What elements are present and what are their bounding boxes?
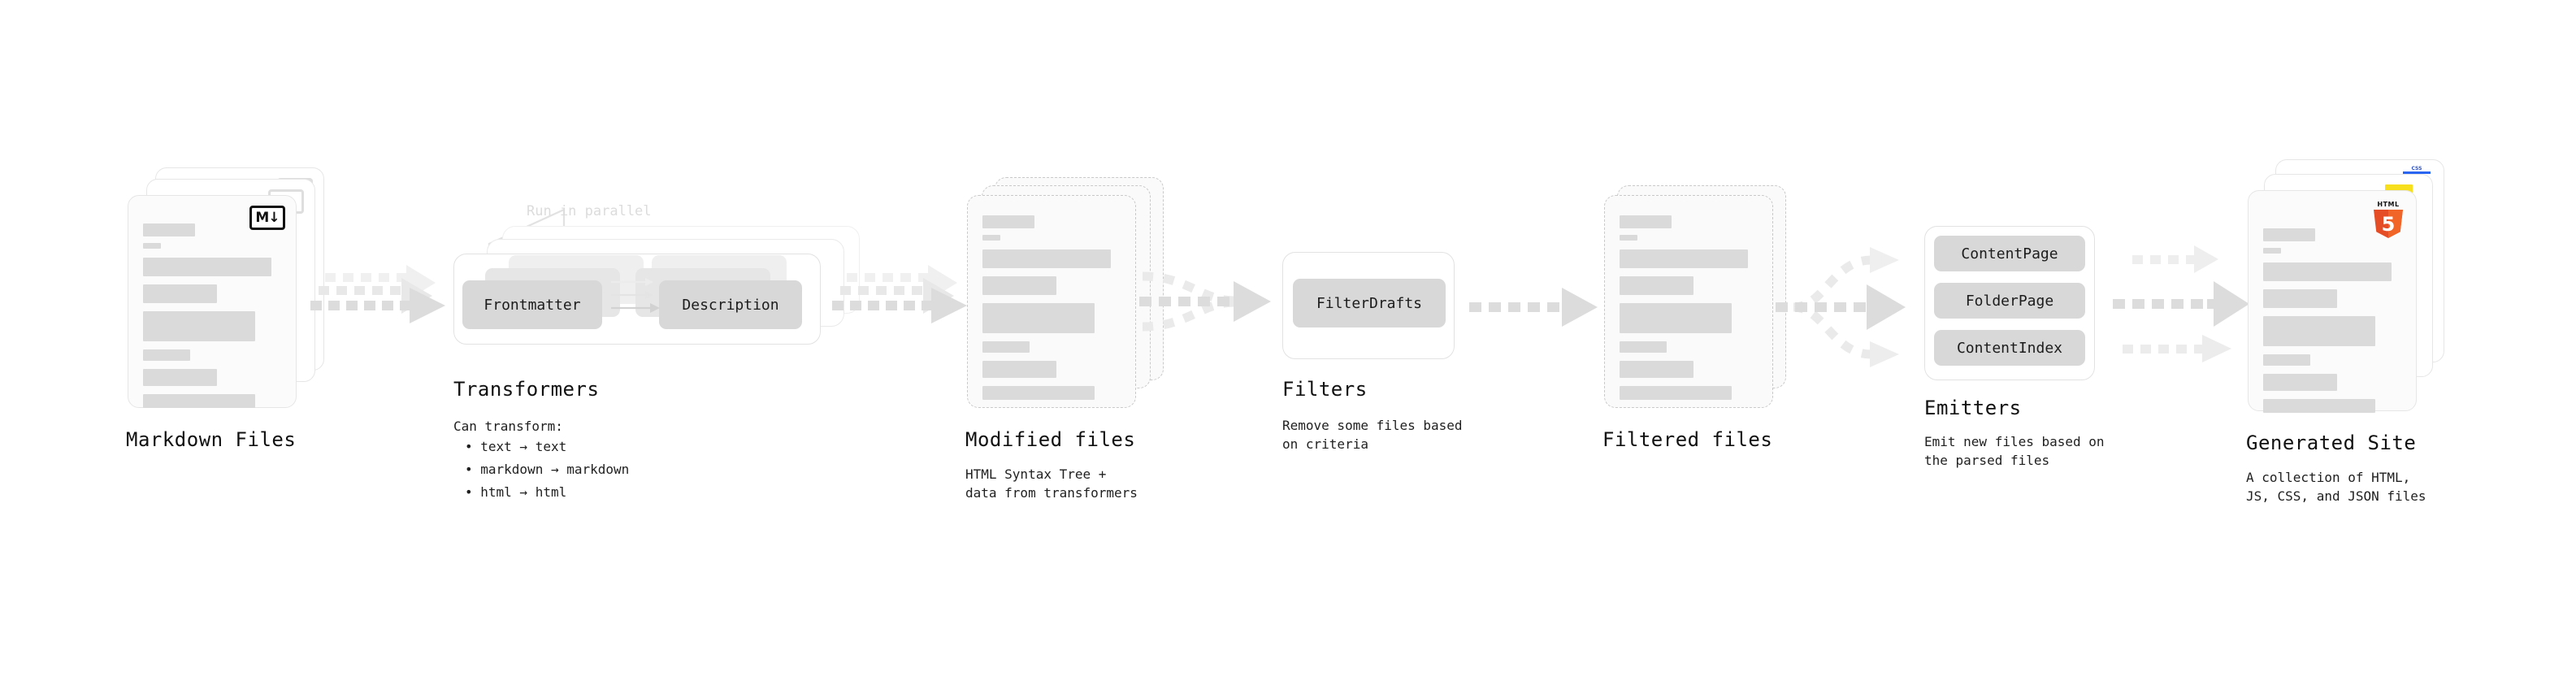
css-icon: CSS	[2403, 167, 2431, 174]
stage-title-modified-files: Modified files	[965, 428, 1136, 451]
transformer-chip-description[interactable]: Description	[659, 280, 802, 329]
modified-file-card-front[interactable]	[967, 195, 1136, 408]
document-placeholder-lines	[982, 215, 1122, 406]
transformers-bullet-1: • markdown → markdown	[465, 462, 630, 477]
emitter-chip-contentpage[interactable]: ContentPage	[1934, 236, 2085, 271]
transformer-internal-arrows	[611, 276, 668, 325]
document-placeholder-lines	[2263, 228, 2403, 419]
connector-transformers-to-modified	[829, 265, 975, 358]
html5-icon-number: 5	[2381, 213, 2396, 236]
stage-title-filters: Filters	[1282, 378, 1368, 401]
emitter-chip-contentindex[interactable]: ContentIndex	[1934, 330, 2085, 366]
css-icon-label: CSS	[2411, 166, 2422, 171]
filter-chip-filterdrafts[interactable]: FilterDrafts	[1293, 279, 1446, 327]
html5-icon: HTML 5	[2372, 201, 2405, 238]
emitter-chip-folderpage[interactable]: FolderPage	[1934, 283, 2085, 319]
transformers-bullet-1-label: markdown → markdown	[480, 462, 630, 477]
connector-filters-to-filtered	[1469, 288, 1599, 327]
run-in-parallel-label: Run in parallel	[527, 203, 652, 219]
modified-files-subtitle: HTML Syntax Tree + data from transformer…	[965, 466, 1138, 501]
emitters-subtitle: Emit new files based on the parsed files	[1924, 434, 2105, 469]
stage-title-markdown-files: Markdown Files	[126, 428, 297, 451]
emitter-chip-contentpage-label: ContentPage	[1961, 245, 2058, 262]
filtered-file-card-front[interactable]	[1604, 195, 1773, 408]
filter-chip-filterdrafts-label: FilterDrafts	[1316, 294, 1423, 312]
connector-markdown-to-transformers	[307, 265, 453, 358]
filters-subtitle: Remove some files based on criteria	[1282, 418, 1463, 453]
stage-title-generated-site: Generated Site	[2246, 432, 2417, 454]
transformer-chip-frontmatter[interactable]: Frontmatter	[462, 280, 602, 329]
html5-icon-label: HTML	[2377, 201, 2400, 208]
emitter-chip-contentindex-label: ContentIndex	[1956, 339, 2063, 357]
transformers-bullet-0-label: text → text	[480, 439, 567, 454]
connector-emitters-to-site	[2113, 234, 2263, 372]
generated-site-card-front[interactable]: HTML 5	[2248, 190, 2417, 413]
markdown-icon-label: M↓	[249, 206, 285, 230]
transformers-bullet-2-label: html → html	[480, 484, 567, 500]
emitter-chip-folderpage-label: FolderPage	[1965, 292, 2054, 310]
transformers-bullet-0: • text → text	[465, 439, 567, 454]
connector-filtered-to-emitters	[1776, 237, 1922, 375]
document-placeholder-lines	[1620, 215, 1759, 406]
markdown-file-card-front[interactable]: M↓	[128, 195, 297, 408]
transformer-chip-description-label: Description	[682, 296, 779, 314]
stage-title-transformers: Transformers	[453, 378, 600, 401]
transformer-chip-frontmatter-label: Frontmatter	[484, 296, 581, 314]
document-placeholder-lines	[143, 223, 283, 414]
markdown-icon: M↓	[249, 206, 285, 230]
generated-site-subtitle: A collection of HTML, JS, CSS, and JSON …	[2246, 470, 2426, 505]
stage-title-filtered-files: Filtered files	[1602, 428, 1773, 451]
connector-modified-to-filters	[1138, 258, 1288, 372]
transformers-subtitle: Can transform:	[453, 419, 563, 434]
transformers-bullet-2: • html → html	[465, 484, 567, 500]
stage-title-emitters: Emitters	[1924, 397, 2022, 419]
